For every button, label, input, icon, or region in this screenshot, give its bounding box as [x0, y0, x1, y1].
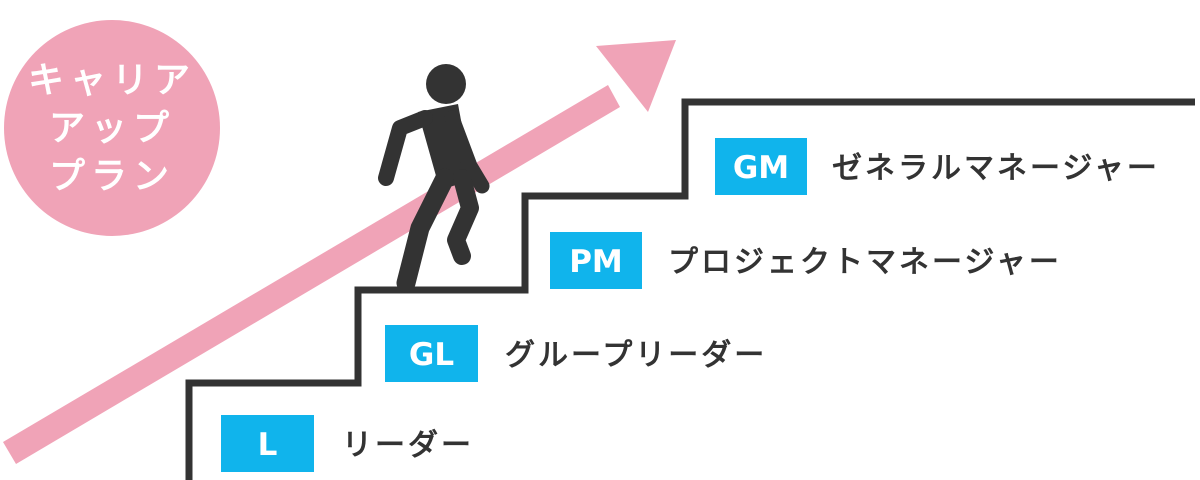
level-gm-badge — [715, 138, 807, 195]
figure-back-arm — [378, 110, 433, 186]
title-circle: キャリア アップ プラン — [4, 20, 220, 236]
level-gl-badge — [385, 325, 478, 382]
title-line-2: アップ — [49, 108, 175, 149]
level-pm: PM プロジェクトマネージャー — [550, 232, 1062, 289]
level-gl: GL グループリーダー — [385, 325, 767, 382]
level-pm-title: プロジェクトマネージャー — [668, 245, 1062, 280]
level-l-code: L — [258, 427, 278, 463]
figure-front-arm — [444, 110, 490, 194]
level-gm-code: GM — [733, 150, 789, 186]
level-pm-badge — [550, 232, 642, 289]
level-gl-title: グループリーダー — [505, 338, 767, 373]
level-gm-title: ゼネラルマネージャー — [832, 151, 1160, 186]
walking-person-icon — [378, 64, 490, 293]
level-l-badge — [221, 415, 314, 472]
staircase-line — [185, 98, 1195, 480]
level-gm: GM ゼネラルマネージャー — [715, 138, 1160, 195]
figure-front-leg — [447, 169, 479, 265]
figure-head — [426, 64, 466, 104]
level-l: L リーダー — [221, 415, 474, 472]
figure-back-leg — [396, 168, 455, 293]
title-line-1: キャリア — [28, 60, 196, 101]
title-circle-bg — [4, 20, 220, 236]
level-gl-code: GL — [409, 337, 454, 373]
level-l-title: リーダー — [342, 428, 474, 463]
level-pm-code: PM — [569, 244, 623, 280]
growth-arrow-head — [596, 40, 676, 112]
title-line-3: プラン — [49, 156, 175, 197]
